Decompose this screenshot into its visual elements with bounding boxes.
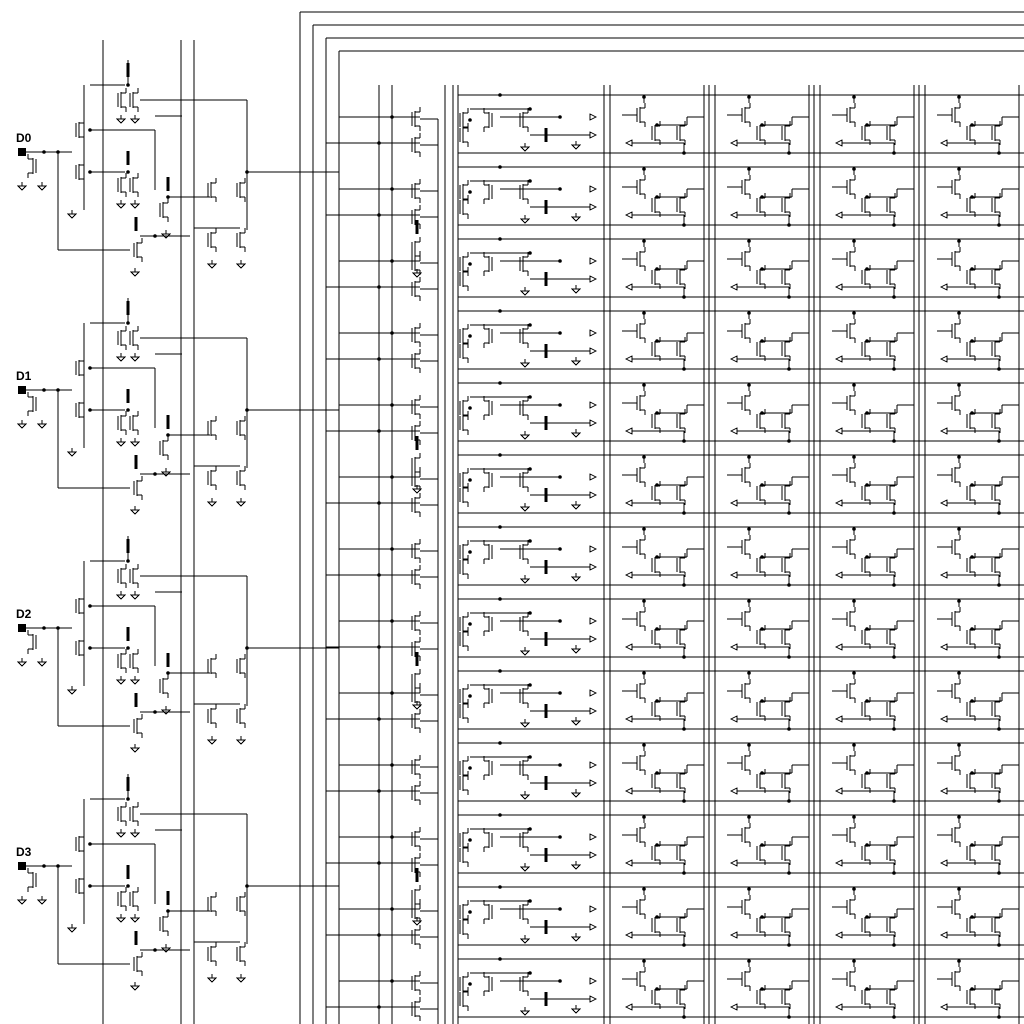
input-pin-square <box>18 624 26 632</box>
wire-paths <box>16 11 1024 1024</box>
input-pin-square <box>18 148 26 156</box>
input-pin-square <box>18 386 26 394</box>
input-pin-label: D0 <box>16 131 32 145</box>
input-pin-square <box>18 862 26 870</box>
junction-dots <box>42 63 1001 1019</box>
input-pin-label: D1 <box>16 369 32 383</box>
input-pin-label: D2 <box>16 607 32 621</box>
input-pin-label: D3 <box>16 845 32 859</box>
schematic-wires <box>16 11 1024 1024</box>
